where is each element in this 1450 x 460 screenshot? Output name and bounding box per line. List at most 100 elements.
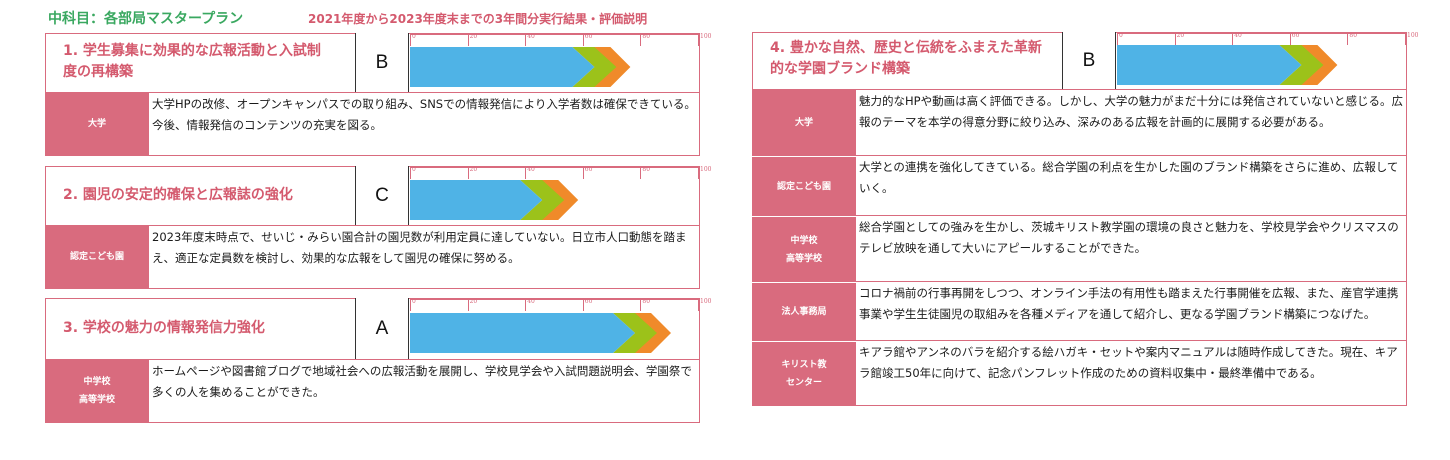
- progress-scale: 0 20 40 60 80 100: [1117, 32, 1418, 45]
- card-title-line2: 度の再構築: [63, 64, 133, 80]
- scale-tick: [410, 34, 411, 46]
- report-row: 大学 魅力的なHPや動画は高く評価できる。しかし、大学の魅力がまだ十分には発信さ…: [752, 89, 1407, 156]
- scale-tick: [1117, 33, 1118, 45]
- card-title-line2: 的な学園ブランド構築: [770, 61, 910, 77]
- scale-label: 20: [469, 166, 478, 173]
- scale-label: 80: [642, 166, 651, 173]
- scale-label: 100: [1407, 32, 1419, 39]
- scale-label: 100: [700, 33, 712, 40]
- scale-label: 60: [584, 33, 593, 40]
- scale-label: 80: [1349, 32, 1358, 39]
- report-text: キアラ館やアンネのバラを紹介する絵ハガキ・セットや案内マニュアルは随時作成してき…: [856, 341, 1407, 406]
- scale-line: [410, 34, 700, 35]
- scale-tick: [525, 299, 527, 311]
- card-title: 1. 学生募集に効果的な広報活動と入試制 度の再構築: [63, 41, 363, 83]
- org-label-line1: 認定こども園: [776, 181, 831, 192]
- scale-tick: [582, 34, 584, 46]
- report-text: 大学HPの改修、オープンキャンパスでの取り組み、SNSでの情報発信により入学者数…: [149, 92, 700, 156]
- scale-line: [410, 299, 700, 300]
- scale-label: 80: [642, 298, 651, 305]
- scale-tick: [525, 167, 527, 179]
- org-label: 大学: [752, 89, 856, 156]
- scale-tick: [467, 167, 469, 179]
- org-label-line1: 中学校: [790, 235, 818, 246]
- report-row: 中学校 高等学校 ホームページや図書館ブログで地域社会への広報活動を展開し、学校…: [45, 359, 700, 423]
- scale-tick: [1232, 33, 1234, 45]
- report-text: 2023年度末時点で、せいじ・みらい園合計の園児数が利用定員に達していない。日立…: [149, 225, 700, 289]
- scale-tick: [1289, 33, 1291, 45]
- progress-segment-blue: [410, 313, 635, 353]
- progress-segment-green: [572, 47, 617, 87]
- scale-line: [1117, 33, 1407, 34]
- scale-label: 40: [527, 33, 535, 40]
- report-text: 総合学園としての強みを生かし、茨城キリスト教学園の環境の良さと魅力を、学校見学会…: [856, 216, 1407, 282]
- report-text: 魅力的なHPや動画は高く評価できる。しかし、大学の魅力がまだ十分には発信されてい…: [856, 89, 1407, 156]
- scale-label: 20: [1176, 32, 1185, 39]
- org-label: 中学校 高等学校: [752, 216, 856, 282]
- org-label-line1: 大学: [87, 119, 106, 129]
- report-row: 中学校 高等学校 総合学園としての強みを生かし、茨城キリスト教学園の環境の良さと…: [752, 216, 1407, 282]
- scale-tick: [582, 167, 584, 179]
- progress-segment-blue: [1117, 45, 1302, 85]
- page-subtitle: 2021年度から2023年度末までの3年間分実行結果・評価説明: [308, 12, 648, 26]
- scale-line: [410, 167, 700, 168]
- org-label: 大学: [45, 92, 149, 156]
- org-label-line2: 高等学校: [785, 253, 822, 264]
- progress-segment-blue: [410, 47, 595, 87]
- scale-label: 100: [700, 298, 712, 305]
- org-label: 中学校 高等学校: [45, 359, 149, 423]
- scale-tick: [698, 299, 699, 311]
- org-label: 認定こども園: [752, 156, 856, 216]
- progress-bar: [410, 47, 631, 87]
- card-title-line1: 1. 学生募集に効果的な広報活動と入試制: [63, 43, 321, 59]
- scale-label: 0: [1119, 32, 1123, 39]
- scale-tick: [640, 34, 642, 46]
- scale-tick: [467, 34, 469, 46]
- org-label-line1: キリスト教: [781, 360, 827, 370]
- progress-segment-green: [520, 180, 565, 220]
- report-text: コロナ禍前の行事再開をしつつ、オンライン手法の有用性も踏まえた行事開催を広報、ま…: [856, 282, 1407, 341]
- scale-tick: [525, 34, 527, 46]
- scale-label: 60: [1291, 32, 1300, 39]
- report-row: 法人事務局 コロナ禍前の行事再開をしつつ、オンライン手法の有用性も踏まえた行事開…: [752, 282, 1407, 341]
- grade-box: B: [355, 33, 409, 92]
- report-row: 大学 大学HPの改修、オープンキャンパスでの取り組み、SNSでの情報発信により入…: [45, 92, 700, 156]
- scale-tick: [698, 167, 699, 179]
- scale-tick: [582, 299, 584, 311]
- grade-box: C: [355, 166, 409, 225]
- card-title-line1: 4. 豊かな自然、歴史と伝統をふまえた革新: [770, 40, 1042, 56]
- progress-scale: 0 20 40 60 80 100: [410, 166, 711, 179]
- org-label: 認定こども園: [45, 225, 149, 289]
- scale-label: 40: [1234, 32, 1242, 39]
- plan-card-2: 2. 園児の安定的確保と広報誌の強化 C 0 20 40 60 80 100 認定こども園…: [45, 166, 711, 290]
- scale-label: 40: [527, 298, 535, 305]
- org-label-line1: 認定こども園: [69, 252, 124, 262]
- org-label: キリスト教 センター: [752, 341, 856, 406]
- org-label-line1: 法人事務局: [781, 307, 827, 317]
- scale-tick: [698, 34, 699, 46]
- scale-label: 0: [412, 166, 416, 173]
- org-label-line2: 高等学校: [78, 395, 115, 405]
- card-title-line1: 3. 学校の魅力の情報発信力強化: [63, 320, 265, 336]
- scale-tick: [410, 167, 411, 179]
- scale-label: 60: [584, 166, 593, 173]
- org-label-line2: センター: [785, 378, 822, 388]
- scale-label: 20: [469, 298, 478, 305]
- scale-label: 100: [700, 166, 712, 173]
- org-label-line1: 中学校: [83, 377, 111, 387]
- scale-tick: [640, 167, 642, 179]
- card-title: 4. 豊かな自然、歴史と伝統をふまえた革新 的な学園ブランド構築: [770, 38, 1070, 80]
- scale-label: 40: [527, 166, 535, 173]
- grade-box: A: [355, 298, 409, 359]
- report-text: ホームページや図書館ブログで地域社会への広報活動を展開し、学校見学会や入試問題説…: [149, 359, 700, 423]
- scale-tick: [467, 299, 469, 311]
- scale-tick: [410, 299, 411, 311]
- progress-bar: [410, 313, 671, 353]
- card-title-line1: 2. 園児の安定的確保と広報誌の強化: [63, 187, 293, 203]
- scale-label: 60: [584, 298, 593, 305]
- report-text: 大学との連携を強化してきている。総合学園の利点を生かした園のブランド構築をさらに…: [856, 156, 1407, 216]
